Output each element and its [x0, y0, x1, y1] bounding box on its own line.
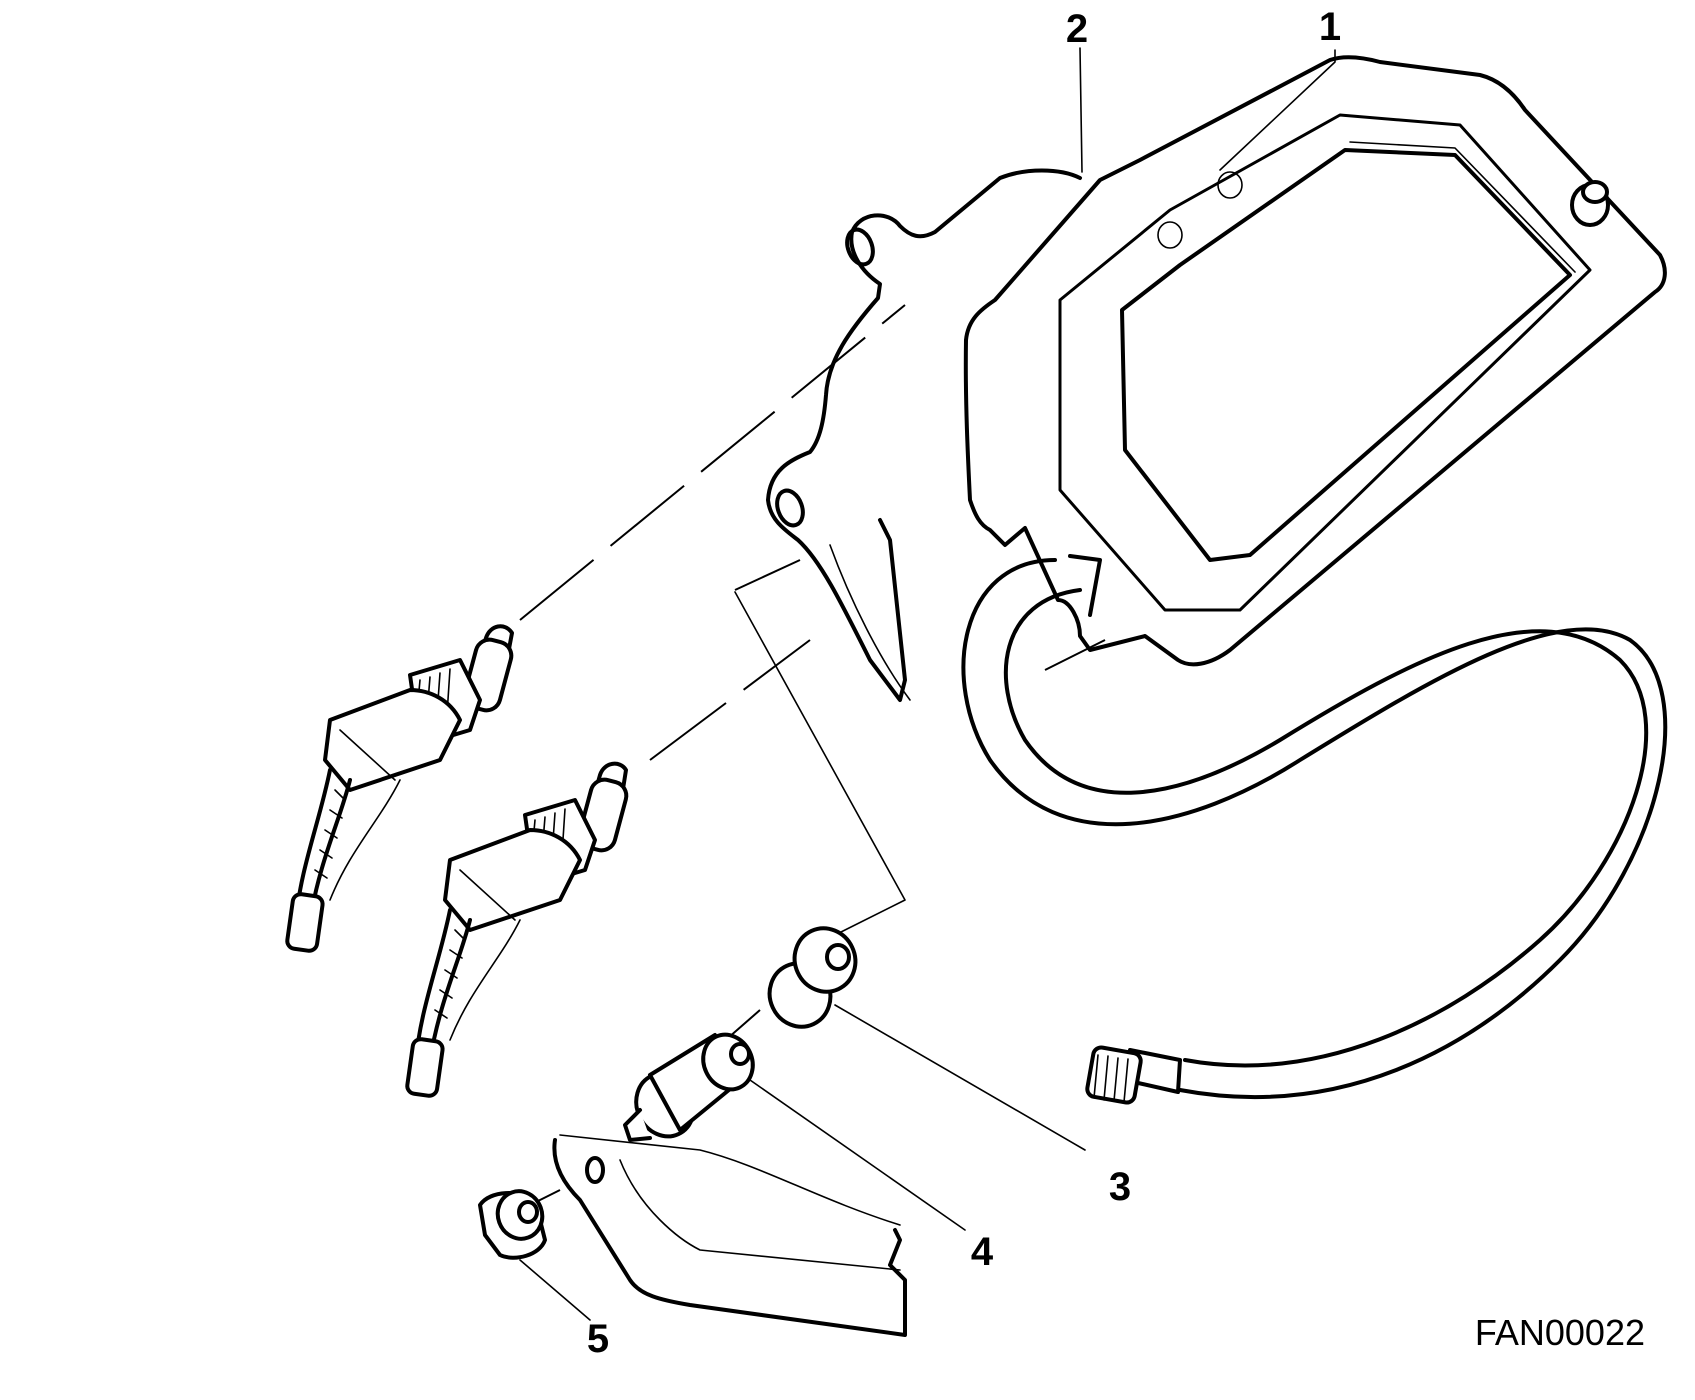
leader-lines: [519, 47, 1336, 1321]
cable-connector: [1085, 1045, 1182, 1105]
mounting-hole-lower: [775, 488, 805, 528]
callout-2: 2: [1066, 7, 1088, 51]
indicator-lamp: [1217, 171, 1243, 199]
callout-3: 3: [1109, 1165, 1131, 1209]
indicator-switch-upper: [285, 624, 514, 953]
instrument-cluster: [963, 55, 1667, 667]
callout-1: 1: [1319, 5, 1341, 49]
plate-hole: [585, 1156, 605, 1184]
figure-code: FAN00022: [1475, 1312, 1645, 1353]
rubber-grommet: [767, 926, 858, 1029]
callout-5: 5: [587, 1317, 609, 1361]
lock-nut: [478, 1189, 547, 1260]
mounting-hole-upper: [845, 227, 875, 267]
mounting-bracket-plate: [552, 1134, 907, 1337]
callout-4: 4: [971, 1230, 994, 1274]
indicator-lamp: [1157, 221, 1183, 249]
speedometer-cable: [961, 558, 1668, 1105]
indicator-switch-lower: [405, 761, 629, 1098]
spacer-bushing: [623, 1032, 755, 1142]
